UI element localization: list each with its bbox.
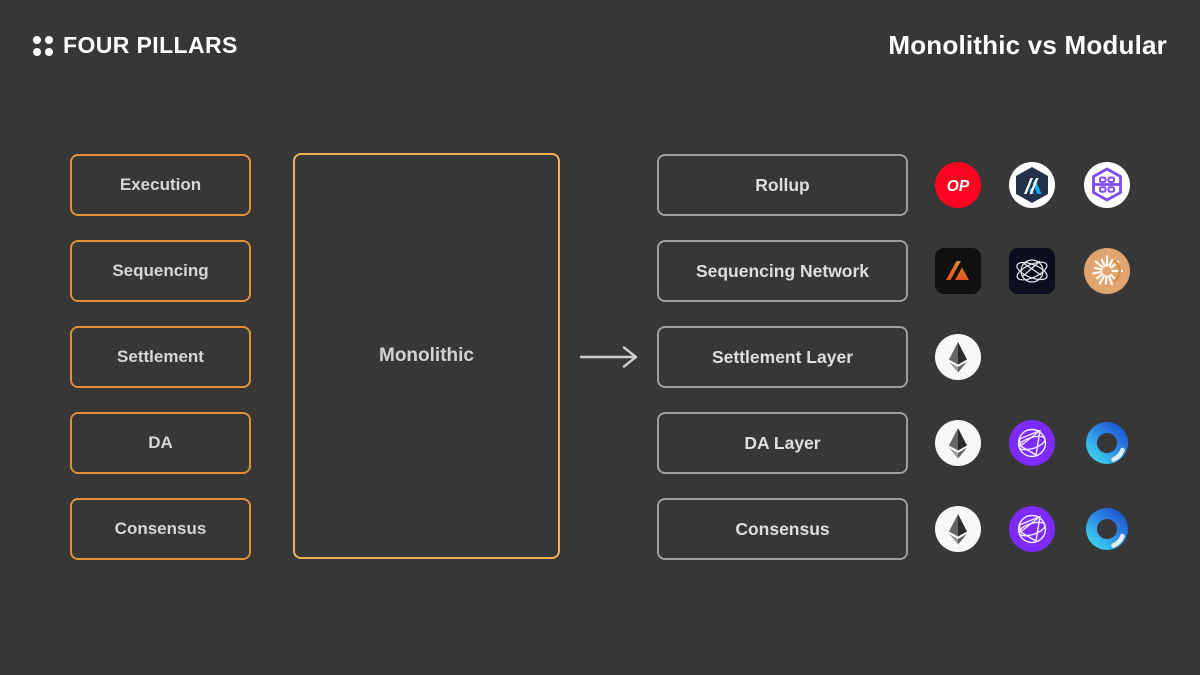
modular-box-rollup: Rollup [657,154,908,216]
celestia-icon [1009,420,1055,466]
pillar-box-consensus: Consensus [70,498,251,560]
pillar-box-execution: Execution [70,154,251,216]
avail-icon [1084,506,1130,552]
pillar-label: Sequencing [112,261,209,280]
radius-icon [1084,248,1130,294]
ethereum-icon [935,506,981,552]
modular-box-consensus: Consensus [657,498,908,560]
optimism-icon: OP [935,162,981,208]
ethereum-icon [935,334,981,380]
pillar-label: DA [148,433,173,452]
svg-text:OP: OP [947,178,970,195]
avail-icon [1084,420,1130,466]
purple-hexagon-rollup-icon [1084,162,1130,208]
brand-name: FOUR PILLARS [63,32,238,58]
four-dots-icon [33,35,53,56]
modular-box-settlement-layer: Settlement Layer [657,326,908,388]
page-title: Monolithic vs Modular [888,30,1167,60]
astria-icon [935,248,981,294]
arbitrum-icon [1009,162,1055,208]
celestia-icon [1009,506,1055,552]
pillar-label: Execution [119,175,202,194]
right-arrow-icon [579,346,638,368]
monolithic-label: Monolithic [379,345,474,366]
ethereum-icon [935,420,981,466]
brand: FOUR PILLARS [33,32,238,59]
modular-label: Sequencing Network [695,260,870,281]
pillar-box-settlement: Settlement [70,326,251,388]
modular-box-sequencing-network: Sequencing Network [657,240,908,302]
monolithic-box: Monolithic [293,153,560,559]
modular-label: Settlement Layer [711,346,854,367]
pillar-box-da: DA [70,412,251,474]
pillar-label: Settlement [117,347,204,366]
pillar-label: Consensus [114,519,207,538]
espresso-icon [1009,248,1055,294]
pillar-box-sequencing: Sequencing [70,240,251,302]
modular-box-da-layer: DA Layer [657,412,908,474]
modular-label: Consensus [735,518,830,539]
modular-label: Rollup [755,174,810,195]
modular-label: DA Layer [744,432,821,453]
